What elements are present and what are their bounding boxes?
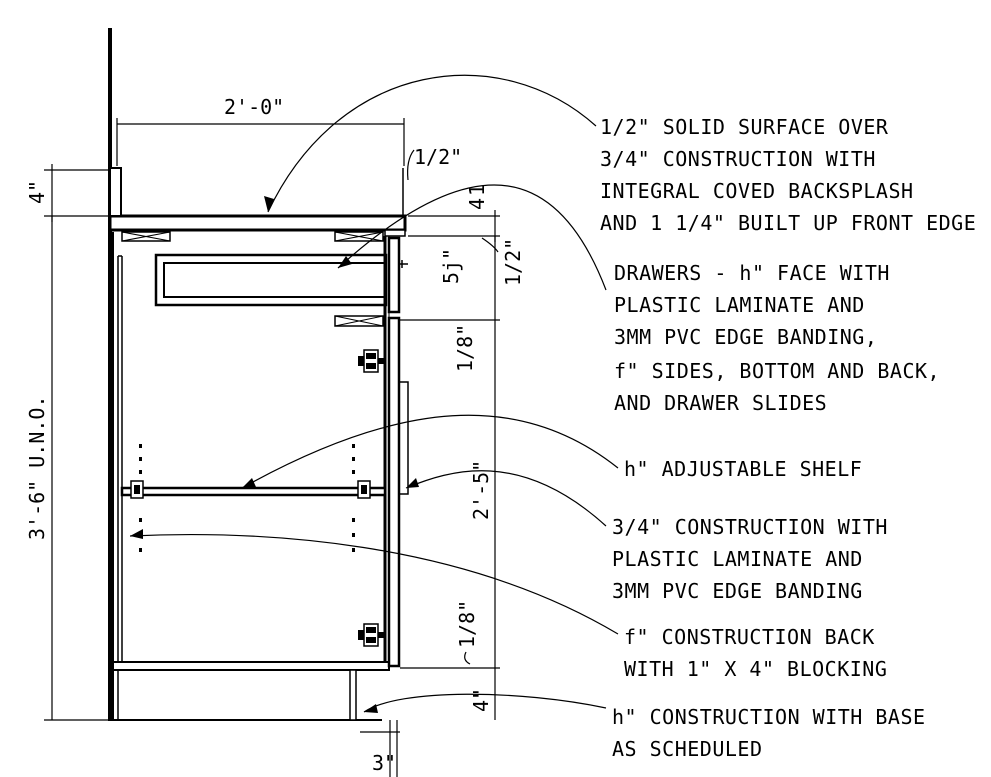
door <box>387 316 409 668</box>
blocking <box>121 231 384 327</box>
note-line: 3MM PVC EDGE BANDING, <box>614 325 877 349</box>
note-line: h" CONSTRUCTION WITH BASE <box>612 705 926 729</box>
arrowhead-back <box>130 529 143 539</box>
dim-drawer-gap: 1/2" <box>501 238 525 286</box>
dim-top-reveal: 1/2" <box>414 145 462 169</box>
blocking-top-front <box>334 231 384 242</box>
dim-backsplash: 4" <box>25 180 49 204</box>
arrowheads <box>130 196 419 713</box>
dim-total-height: 3'-6" U.N.O. <box>25 396 49 541</box>
note-drawers: DRAWERS - h" FACE WITH PLASTIC LAMINATE … <box>614 261 940 415</box>
dim-width: 2'-0" <box>224 95 284 119</box>
note-line: 1/2" SOLID SURFACE OVER <box>600 115 889 139</box>
note-construction: 3/4" CONSTRUCTION WITH PLASTIC LAMINATE … <box>612 515 888 603</box>
note-line: PLASTIC LAMINATE AND <box>614 293 865 317</box>
arrowhead-drawer <box>338 256 352 268</box>
countertop <box>108 167 407 237</box>
note-line: INTEGRAL COVED BACKSPLASH <box>600 179 914 203</box>
adjustable-shelf <box>120 480 387 499</box>
note-line: WITH 1" X 4" BLOCKING <box>624 657 887 681</box>
dim-door-height: 2'-5" <box>469 460 493 520</box>
arrowhead-shelf <box>242 478 256 488</box>
dim-toe-kick-depth: 3" <box>372 751 396 775</box>
dim-reveal-upper: 1/8" <box>453 324 477 372</box>
hinge-upper <box>358 349 385 373</box>
note-countertop: 1/2" SOLID SURFACE OVER 3/4" CONSTRUCTIO… <box>600 115 976 235</box>
dimension-lines <box>44 118 500 777</box>
note-line: PLASTIC LAMINATE AND <box>612 547 863 571</box>
note-line: AND 1 1/4" BUILT UP FRONT EDGE <box>600 211 976 235</box>
note-shelf: h" ADJUSTABLE SHELF <box>624 457 862 481</box>
dim-edge-thickness: 1 <box>465 184 489 196</box>
blocking-rail <box>334 315 384 327</box>
note-line: h" ADJUSTABLE SHELF <box>624 457 862 481</box>
note-back: f" CONSTRUCTION BACK WITH 1" X 4" BLOCKI… <box>624 625 887 681</box>
note-line: 3MM PVC EDGE BANDING <box>612 579 863 603</box>
hinge-lower <box>358 623 385 647</box>
arrowhead-base <box>364 704 378 713</box>
arrowhead-countertop <box>264 196 274 212</box>
note-line: f" CONSTRUCTION BACK <box>624 625 875 649</box>
dim-drawer-height: 5 <box>439 272 463 284</box>
blocking-top-back <box>121 231 171 242</box>
leader-lines <box>129 74 619 713</box>
dim-toe-kick-height: 4" <box>469 688 493 712</box>
note-line: 3/4" CONSTRUCTION WITH <box>600 147 876 171</box>
note-line: AND DRAWER SLIDES <box>614 391 827 415</box>
note-line: AS SCHEDULED <box>612 737 763 761</box>
wall <box>108 28 382 721</box>
drawer-box <box>154 236 408 314</box>
note-base: h" CONSTRUCTION WITH BASE AS SCHEDULED <box>612 705 926 761</box>
dim-drawer-fraction: j" <box>439 248 463 272</box>
arrowhead-construction <box>406 478 419 488</box>
note-line: DRAWERS - h" FACE WITH <box>614 261 890 285</box>
note-line: 3/4" CONSTRUCTION WITH <box>612 515 888 539</box>
dim-edge-fraction: 4 <box>465 198 489 210</box>
dim-reveal-lower: 1/8" <box>455 600 479 648</box>
note-line: f" SIDES, BOTTOM AND BACK, <box>614 359 940 383</box>
